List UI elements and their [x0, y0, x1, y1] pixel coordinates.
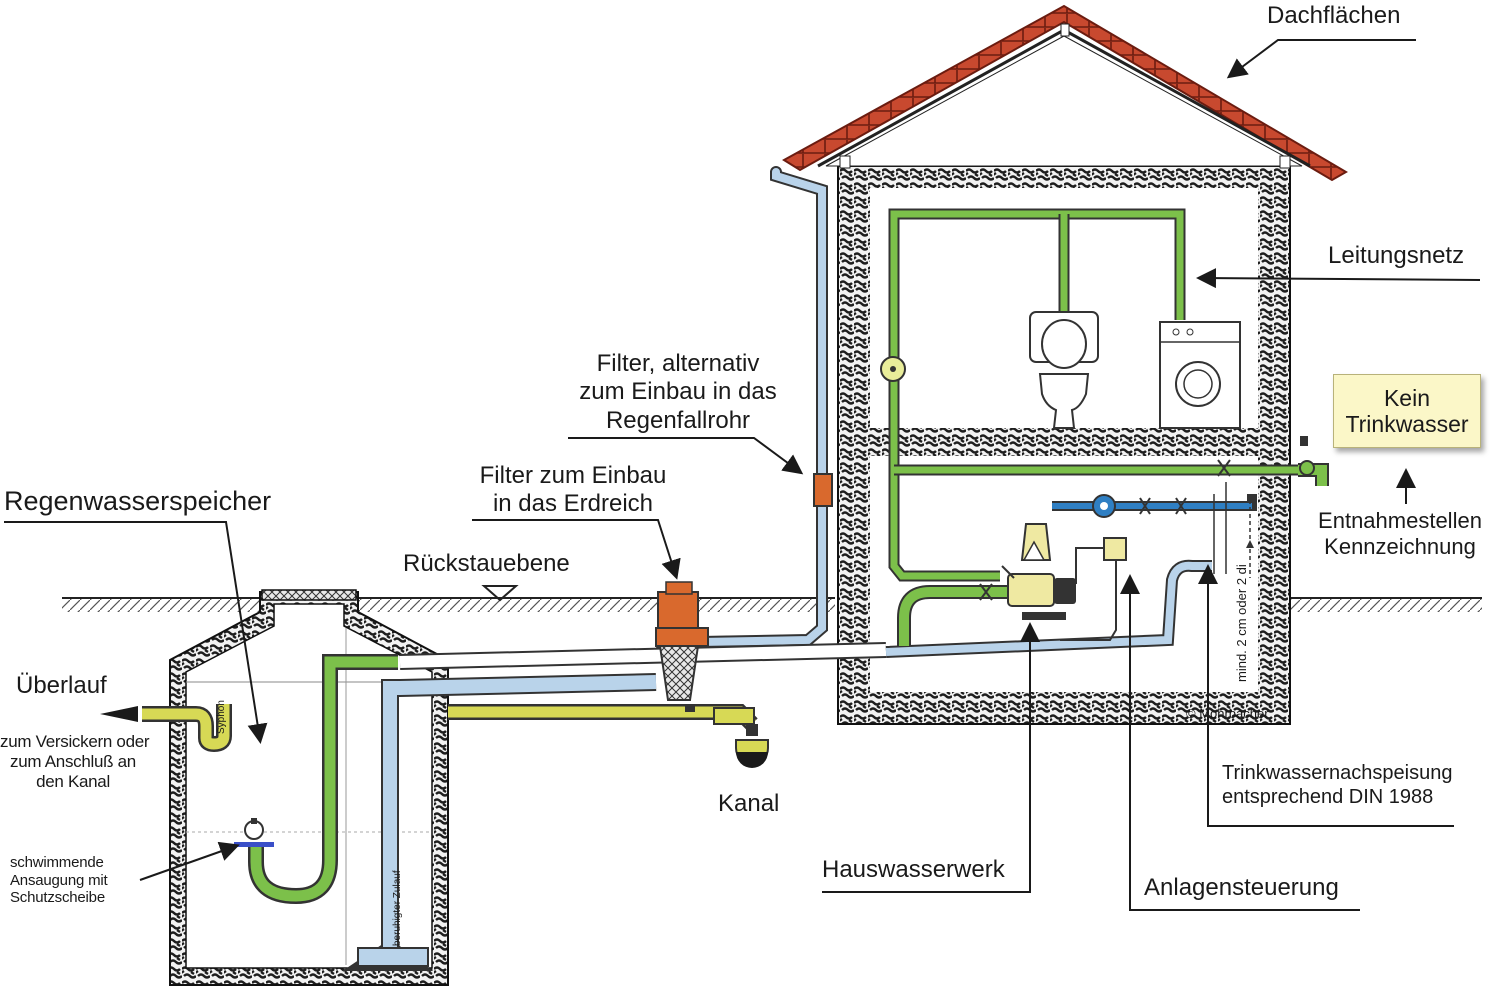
label-ansaugung-line3: Schutzscheibe — [10, 889, 105, 907]
label-entnahmestellen: Entnahmestellen Kennzeichnung — [1300, 508, 1500, 560]
label-rueckstauebene: Rückstauebene — [403, 550, 570, 577]
pump — [979, 523, 1127, 641]
label-versickern-line1: zum Versickern oder — [0, 732, 150, 751]
ground — [62, 597, 1482, 612]
label-versickern-line3: den Kanal — [36, 772, 110, 792]
drinking-water-line — [1052, 482, 1257, 578]
kein-line1: Kein — [1383, 384, 1431, 411]
kein-line2: Trinkwasser — [1345, 411, 1469, 437]
label-anlagensteuerung: Anlagensteuerung — [1144, 874, 1339, 901]
label-copyright: © Mohrbacher — [1186, 706, 1269, 721]
label-filter-downpipe-line3: Regenfallrohr — [605, 406, 751, 434]
overflow-pipe — [100, 704, 769, 768]
downpipe-filter — [813, 473, 833, 507]
downpipe — [694, 166, 828, 648]
label-nachspeisung-line1: Trinkwassernachspeisung — [1222, 762, 1453, 784]
label-filter-ground-line1: Filter zum Einbau — [479, 462, 667, 489]
suction-pipe — [234, 654, 398, 905]
label-nachspeisung-line2: entsprechend DIN 1988 — [1222, 785, 1434, 808]
leader-lines — [4, 39, 1481, 911]
label-filter-downpipe: Filter, alternativ zum Einbau in das Reg… — [566, 350, 790, 435]
washing-machine — [1159, 321, 1241, 429]
label-ansaugung-line1: schwimmende — [10, 854, 104, 871]
label-syphon: Syphon — [216, 700, 227, 734]
label-filter-downpipe-line2: zum Einbau in das — [579, 378, 777, 406]
backflow-level-marker — [481, 585, 519, 602]
label-ansaugung: schwimmende Ansaugung mit Schutzscheibe — [10, 854, 108, 907]
label-kanal: Kanal — [718, 790, 780, 817]
label-filter-ground-line2: in das Erdreich — [492, 490, 654, 518]
label-ansaugung-line2: Ansaugung mit — [10, 871, 108, 889]
label-filter-downpipe-line1: Filter, alternativ — [596, 350, 760, 377]
label-leitungsnetz: Leitungsnetz — [1328, 242, 1465, 269]
label-entnahmestellen-line1: Entnahmestellen — [1318, 508, 1482, 533]
label-filter-ground: Filter zum Einbau in das Erdreich — [466, 462, 680, 519]
label-zulauf: beruhigter Zulauf — [392, 870, 403, 946]
label-entnahmestellen-line2: Kennzeichnung — [1324, 533, 1476, 559]
toilet — [1029, 311, 1099, 429]
label-ueberlauf: Überlauf — [16, 672, 107, 699]
label-regenwasserspeicher: Regenwasserspeicher — [4, 486, 272, 516]
label-hauswasserwerk: Hauswasserwerk — [822, 856, 1005, 883]
kein-trinkwasser-sign: Kein Trinkwasser — [1333, 374, 1481, 448]
label-abstand: mind. 2 cm oder 2 di — [1234, 564, 1249, 682]
label-dachflaechen: Dachflächen — [1267, 2, 1401, 29]
taps — [1217, 436, 1315, 477]
ground-filter — [655, 581, 709, 701]
distribution-network — [880, 208, 1329, 646]
label-nachspeisung: Trinkwassernachspeisung entsprechend DIN… — [1222, 762, 1452, 809]
label-versickern-line2: zum Anschluß an — [10, 752, 136, 772]
label-versickern: zum Versickern oder zum Anschluß an den … — [0, 732, 150, 792]
cistern — [169, 589, 449, 986]
